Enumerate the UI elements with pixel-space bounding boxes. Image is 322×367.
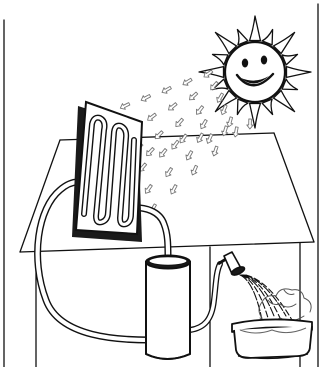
sun-ray [250,16,261,41]
solar-collector-panel [72,102,142,242]
water-stream [245,275,286,316]
bathtub-icon [232,319,312,358]
ray-arrow-icon [144,146,155,158]
ray-arrow-icon [169,139,180,151]
tank-body [146,262,190,359]
steam-puff-3 [284,290,294,295]
sun-left-eye [242,59,248,68]
sun-right-eye [261,56,267,65]
ray-arrow-icon [211,145,220,157]
steam-puff-2 [268,300,296,307]
ray-arrow-icon [143,183,154,195]
ray-arrow-icon [140,93,152,103]
ray-arrow-icon [173,117,184,129]
ray-arrow-icon [167,101,179,112]
ray-arrow-icon [157,147,168,159]
ray-arrow-icon [198,118,209,130]
ray-arrow-icon [189,165,199,177]
ray-arrow-icon [160,85,172,95]
ray-arrow-icon [153,129,165,141]
sun-ray [287,67,312,78]
roof-right-edge [274,133,314,242]
sun-disc [225,42,285,102]
water-stream [244,275,280,318]
ray-arrow-icon [232,127,240,138]
ray-arrow-icon [194,104,205,116]
ray-arrow-icon [195,132,205,144]
tank-top-rim [149,257,187,265]
ray-arrow-icon [163,166,174,178]
ray-arrow-icon [178,133,189,145]
ray-arrow-icon [184,150,194,162]
ray-arrow-icon [187,91,199,102]
ray-arrow-icon [146,112,158,123]
ray-arrow-icon [181,77,193,88]
ray-arrow-icon [247,119,254,129]
ray-arrow-icon [168,184,178,196]
sun-icon [199,16,311,128]
ray-arrow-icon [119,101,131,111]
storage-tank [146,256,190,360]
